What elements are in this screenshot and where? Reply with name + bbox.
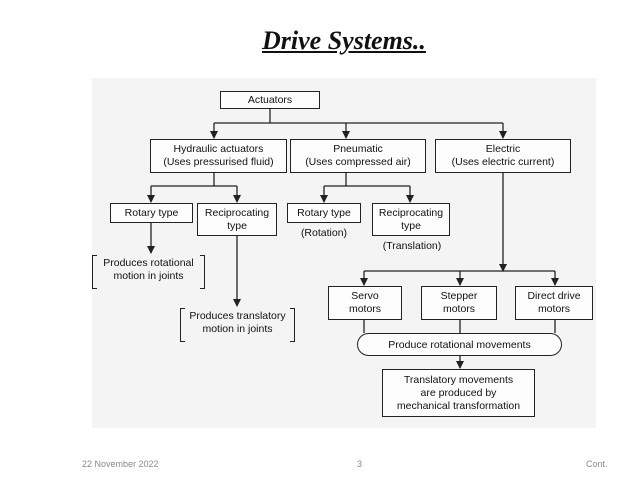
produce-rotational-movements-box: Produce rotational movements (357, 333, 562, 356)
translatory-motion-line2: motion in joints (202, 323, 273, 335)
connector-lines (147, 109, 559, 369)
translatory-motion-note: Produces translatory motion in joints (180, 308, 295, 342)
stepper-motors-box: Stepper motors (421, 286, 497, 320)
electric-box: Electric (Uses electric current) (435, 139, 571, 173)
pneumatic-rotation-note: (Rotation) (300, 227, 348, 239)
translatory-line2: are produced by (420, 386, 497, 399)
rotational-motion-note: Produces rotational motion in joints (92, 255, 205, 289)
pneumatic-reciprocating-box: Reciprocating type (372, 203, 450, 236)
translatory-motion-line1: Produces translatory (189, 310, 286, 322)
pneumatic-reciprocating-label: Reciprocating (378, 206, 444, 219)
servo-sublabel: motors (348, 303, 382, 315)
hydraulic-reciprocating-box: Reciprocating type (197, 203, 277, 236)
pneumatic-box: Pneumatic (Uses compressed air) (290, 139, 426, 173)
footer-cont: Cont. (586, 459, 608, 469)
direct-drive-label: Direct drive (527, 290, 581, 302)
hydraulic-rotary-label: Rotary type (124, 206, 179, 219)
translatory-movements-box: Translatory movements are produced by me… (382, 369, 535, 417)
electric-sublabel: (Uses electric current) (451, 156, 555, 168)
stepper-sublabel: motors (442, 303, 476, 315)
pneumatic-rotary-box: Rotary type (287, 203, 361, 223)
pneumatic-rotary-label: Rotary type (297, 206, 351, 219)
footer-date: 22 November 2022 (82, 459, 159, 469)
pneumatic-label: Pneumatic (333, 143, 383, 155)
translatory-line3: mechanical transformation (396, 399, 521, 412)
hydraulic-rotary-box: Rotary type (110, 203, 193, 223)
hydraulic-reciprocating-label: Reciprocating (204, 206, 270, 219)
direct-drive-motors-box: Direct drive motors (515, 286, 593, 320)
hydraulic-label: Hydraulic actuators (173, 143, 264, 155)
actuators-label: Actuators (247, 93, 293, 106)
translatory-line1: Translatory movements (403, 373, 514, 386)
hydraulic-box: Hydraulic actuators (Uses pressurised fl… (150, 139, 287, 173)
servo-motors-box: Servo motors (328, 286, 402, 320)
footer-page-number: 3 (357, 459, 363, 469)
pneumatic-translation-note: (Translation) (382, 240, 442, 252)
direct-drive-sublabel: motors (537, 303, 571, 315)
rotational-motion-line2: motion in joints (113, 270, 184, 282)
hydraulic-sublabel: (Uses pressurised fluid) (163, 156, 274, 168)
electric-label: Electric (485, 143, 521, 155)
actuators-box: Actuators (220, 91, 320, 109)
pneumatic-sublabel: (Uses compressed air) (305, 156, 411, 168)
servo-label: Servo (351, 290, 379, 302)
slide-title: Drive Systems.. (262, 26, 426, 55)
stepper-label: Stepper (440, 290, 478, 302)
pneumatic-reciprocating-sublabel: type (401, 219, 421, 232)
rotational-motion-line1: Produces rotational (103, 257, 194, 269)
drive-systems-diagram: Actuators Hydraulic actuators (Uses pres… (92, 78, 596, 428)
hydraulic-reciprocating-sublabel: type (227, 219, 247, 232)
produce-rotational-label: Produce rotational movements (388, 338, 531, 351)
